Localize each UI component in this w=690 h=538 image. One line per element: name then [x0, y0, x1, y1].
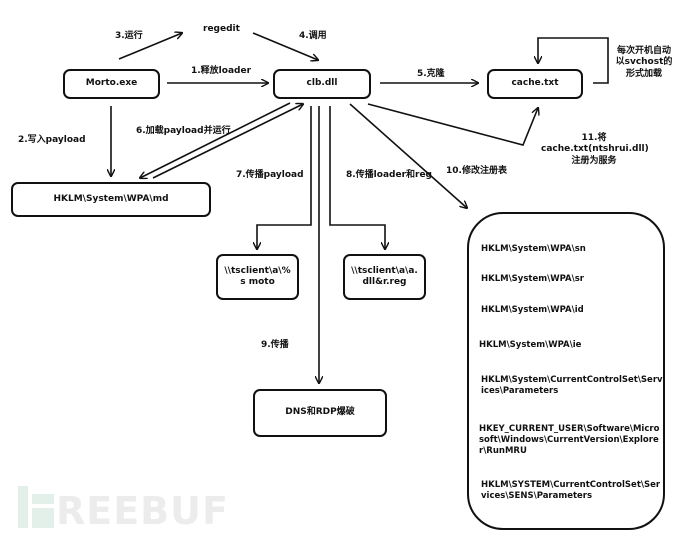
edge-2-label: 2.写入payload: [18, 135, 86, 145]
registry-key: HKLM\System\CurrentControlSet\Services\P…: [481, 375, 663, 397]
edge-1-label: 1.释放loader: [191, 66, 252, 76]
watermark-logo-bar: [18, 486, 28, 528]
loop-label: 每次开机自动以svchost的形式加载: [615, 46, 673, 79]
node-tsclient-moto: \\tsclient\a\%s moto: [216, 254, 299, 300]
edge-7-line: [257, 106, 312, 249]
edge-4-line: [252, 32, 318, 60]
edge-8-line: [329, 106, 385, 249]
edge-11-line: [367, 103, 538, 146]
registry-key: HKLM\System\WPA\id: [481, 305, 584, 315]
node-dns-rdp: DNS和RDP爆破: [253, 389, 387, 437]
registry-key: HKLM\System\WPA\sr: [481, 274, 584, 284]
node-clb-dll-label: clb.dll: [306, 78, 338, 89]
node-tsclient-dll: \\tsclient\a\a.dll&r.reg: [343, 254, 426, 300]
edge-5-label: 5.克隆: [417, 69, 445, 79]
node-morto-exe-label: Morto.exe: [85, 78, 138, 89]
edge-3-line: [118, 33, 182, 60]
edge-6-line-b: [152, 104, 303, 179]
edge-11-label: 11.将cache.txt(ntshrui.dll)注册为服务: [541, 133, 649, 166]
registry-key: HKEY_CURRENT_USER\Software\Microsoft\Win…: [479, 424, 660, 457]
registry-key: HKLM\System\WPA\sn: [481, 244, 586, 254]
node-clb-dll: clb.dll: [273, 69, 371, 99]
edge-3-label: 3.运行: [115, 31, 143, 41]
edge-10-line: [349, 103, 467, 208]
registry-key: HKLM\System\WPA\ie: [479, 340, 582, 350]
edge-6-line-a: [140, 102, 291, 178]
registry-keys-panel: HKLM\System\WPA\sn HKLM\System\WPA\sr HK…: [467, 212, 665, 530]
edge-7-label: 7.传播payload: [236, 170, 304, 180]
node-tsclient-moto-label: \\tsclient\a\%s moto: [224, 265, 291, 287]
edge-10-label: 10.修改注册表: [446, 166, 507, 176]
edge-6-label: 6.加载payload并运行: [136, 126, 231, 136]
watermark-logo-f: [32, 494, 54, 528]
edge-9-label: 9.传播: [261, 340, 289, 350]
node-dns-rdp-label: DNS和RDP爆破: [285, 407, 355, 418]
edge-4-label: 4.调用: [299, 31, 327, 41]
edge-8-label: 8.传播loader和reg: [346, 170, 432, 180]
node-morto-exe: Morto.exe: [63, 69, 160, 99]
node-hklm-md: HKLM\System\WPA\md: [11, 182, 211, 217]
node-hklm-md-label: HKLM\System\WPA\md: [53, 193, 169, 204]
node-tsclient-dll-label: \\tsclient\a\a.dll&r.reg: [351, 265, 418, 287]
node-cache-txt: cache.txt: [487, 69, 583, 99]
node-regedit-label: regedit: [203, 24, 240, 34]
freebuf-watermark: REEBUF: [18, 486, 229, 533]
loop-line: [538, 37, 609, 84]
watermark-text: REEBUF: [56, 489, 229, 533]
registry-key: HKLM\SYSTEM\CurrentControlSet\Services\S…: [481, 480, 661, 502]
node-cache-txt-label: cache.txt: [511, 78, 559, 89]
